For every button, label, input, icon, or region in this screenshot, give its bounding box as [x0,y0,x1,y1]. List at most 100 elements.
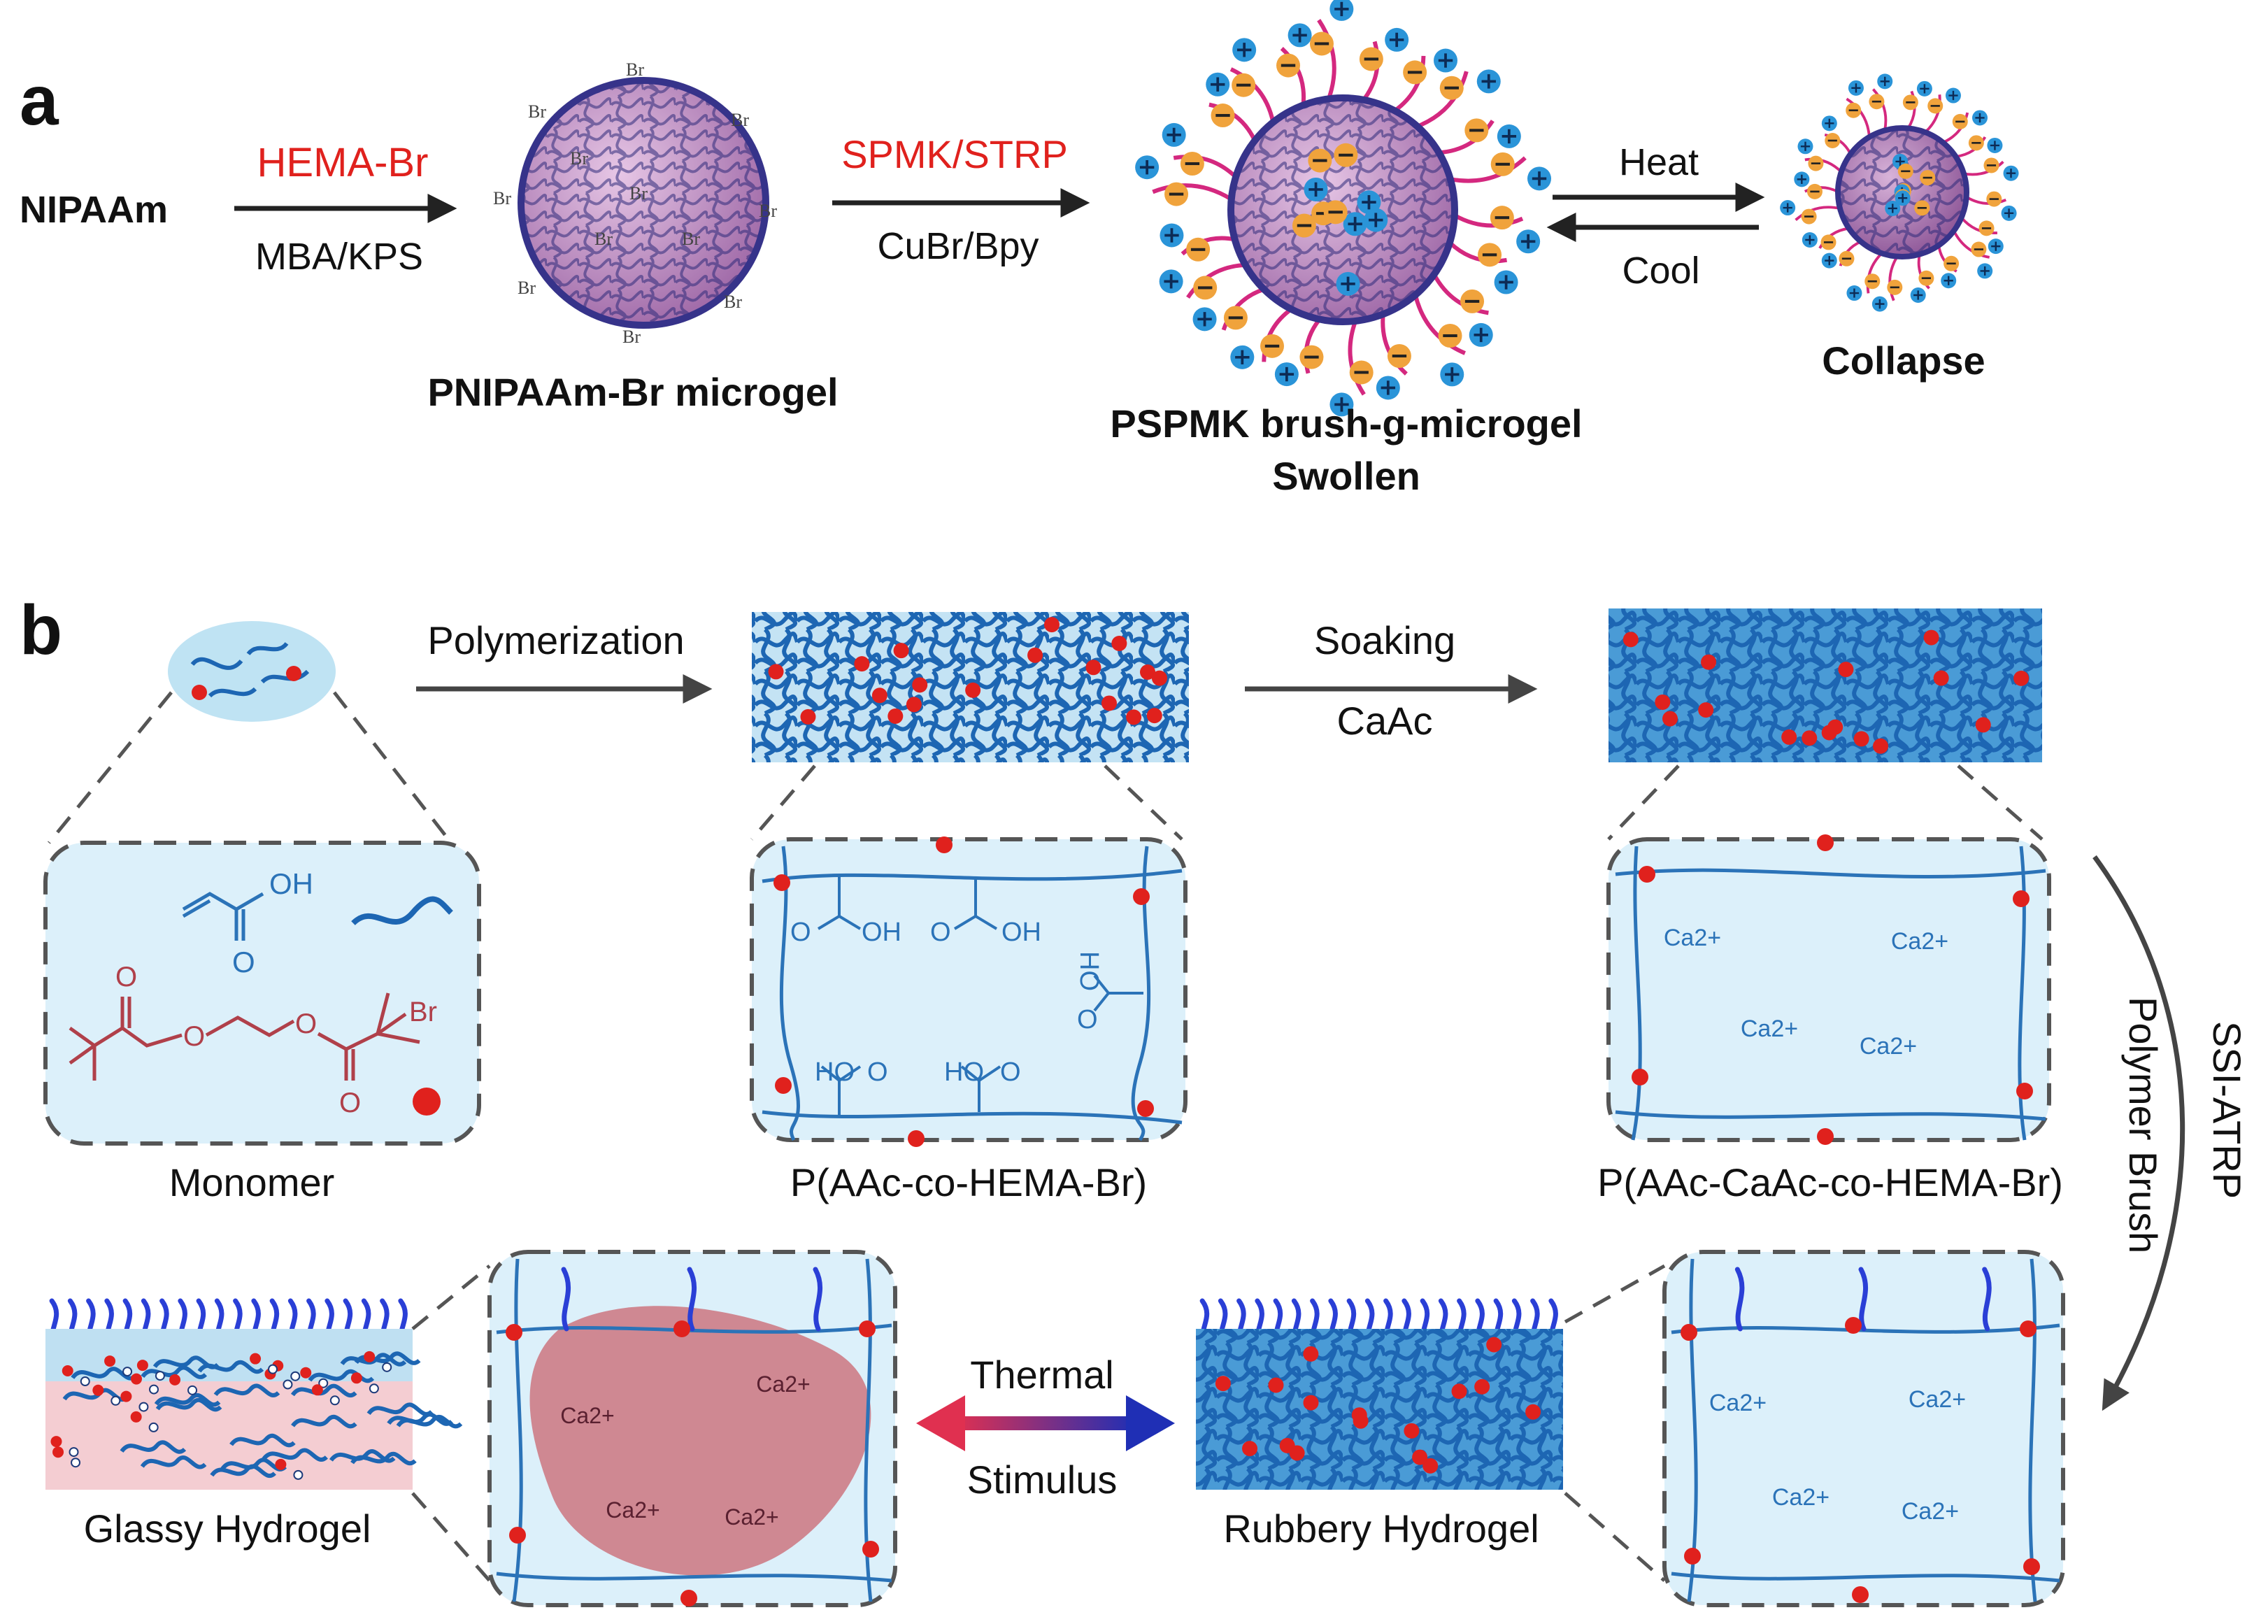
minus-icon [1444,86,1459,90]
brush-chain [1924,94,1941,134]
network-strand [220,1458,287,1472]
initiator-dots [1215,1337,1541,1474]
initiator-dot [1085,660,1101,676]
plus-icon [1389,32,1404,48]
initiator-dot [92,1384,104,1396]
minus-icon [1841,257,1852,260]
minus-icon [1215,113,1230,117]
crosslink-dot [329,1395,340,1406]
brush-chain [1152,183,1233,201]
initiator-dot [1486,1337,1502,1353]
initiator-dot [1151,670,1167,686]
minus-icon [1804,215,1814,218]
brush-chain [1348,320,1366,396]
initiator-dot [311,1384,323,1396]
initiator-dots [768,617,1167,725]
initiator-dot [859,1320,876,1337]
br-tag: Br [518,278,536,298]
minus-icon [1981,227,1992,229]
calcium-ion: Ca2+ [1891,928,1948,955]
chem-oh: OH [862,918,901,947]
initiator-dot [131,1373,143,1385]
polymerization-label: Polymerization [427,618,684,662]
network-strand [140,1455,207,1469]
minus-icon [1197,286,1213,290]
calcium-ion: Ca2+ [560,1403,614,1428]
plus-icon [1308,182,1323,197]
minus-icon [1314,42,1329,45]
plus-icon [1797,174,1806,184]
plus-icon [1920,84,1930,94]
brush-chain [687,1267,697,1332]
plus-icon [1875,299,1885,309]
gel1-detail-box: O OH O OH HO O HO O HO O [750,836,1188,1147]
brush-chain [1846,97,1871,138]
initiator-dot [862,1541,879,1558]
plus-icon [1944,276,1953,285]
brush-chain [1965,196,2007,205]
brush-chain [1871,88,1888,131]
br-tag: Br [528,101,546,122]
initiator-dot [1404,1423,1420,1439]
initiator-dot [509,1527,526,1544]
brush-chain [1734,1267,1745,1332]
minus-icon [1304,355,1319,359]
plus-icon [1474,327,1488,343]
minus-icon [1971,142,1981,144]
crosslink-dot [69,1447,79,1458]
initiator-dot [52,1446,64,1458]
initiator-dot [1873,738,1889,754]
initiator-dot [2023,1558,2040,1575]
chem-o: O [867,1057,888,1087]
minus-icon [1989,198,1999,200]
plus-icon [1800,141,1811,151]
crosslink-dot [122,1367,133,1377]
initiator-dot [1923,629,1939,646]
monomer-droplet [168,621,336,722]
brush-chain [1866,252,1883,294]
panel-b-letter: b [20,591,62,669]
initiator-dot [1303,1395,1319,1411]
plus-icon [1481,74,1496,89]
brush-chain [1262,307,1293,362]
initiator-dot [275,1458,287,1470]
crosslink-dot [382,1362,392,1372]
ssi-label-line1: SSI-ATRP [2205,1021,2249,1199]
network-strand [366,1402,434,1416]
plus-icon [1235,350,1250,365]
gel-network-1 [752,612,1189,762]
initiator-dot [50,1436,62,1448]
initiator-dot [130,1411,142,1423]
crosslink-dot [80,1376,90,1387]
plus-icon [1292,28,1307,43]
minus-icon [1930,105,1940,107]
glassy-hydrogel [45,1298,463,1490]
network-strand [329,1449,396,1463]
ssi-atrp-arrow [2092,855,2185,1411]
microgel-label: PNIPAAm-Br microgel [427,370,838,414]
initiator-dot [1698,702,1714,718]
initiator-dot [1639,866,1655,883]
brush-chain [1818,227,1850,249]
network-strand [2018,846,2027,1141]
initiator-dot [1101,695,1117,711]
plus-icon [1532,171,1547,186]
plus-icon [1913,290,1923,300]
brush-chain [1942,112,1969,144]
plus-icon [1438,53,1453,68]
initiator-dot [912,677,928,693]
hema-o2: O [183,1021,205,1052]
minus-icon [1190,248,1206,251]
plus-icon [1851,83,1861,93]
glassy-label: Glassy Hydrogel [84,1507,371,1551]
br-tag: Br [493,188,511,208]
chem-ho: HO [1074,951,1104,991]
initiator-dot [1146,708,1162,724]
brush-chain [1381,313,1408,376]
chem-o: O [930,918,951,947]
chem-oh: OH [1001,918,1041,947]
initiator-dot [1838,662,1854,678]
initiator-dot [1632,1069,1648,1085]
network-strand [71,1367,137,1381]
minus-icon [1827,139,1837,142]
